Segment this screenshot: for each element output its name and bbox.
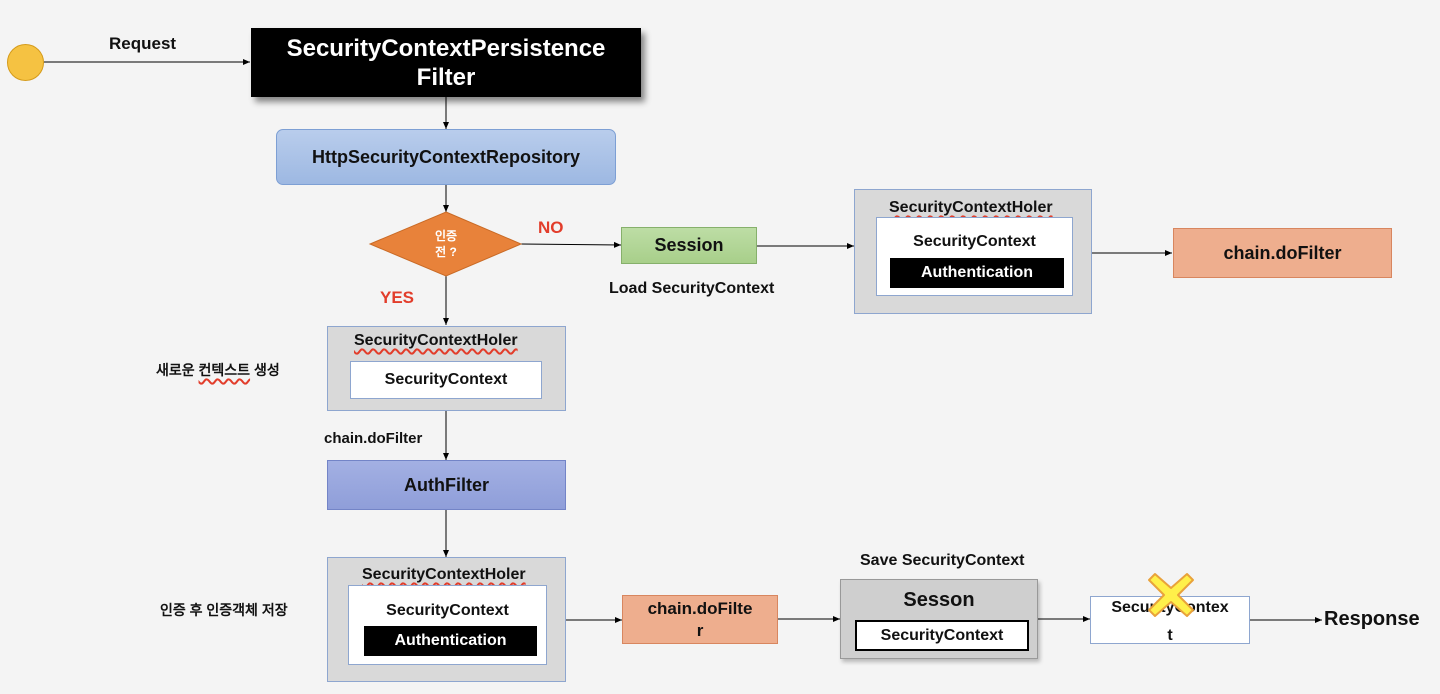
request-label: Request bbox=[109, 34, 177, 53]
holder-loaded-panel: SecurityContextHoler SecurityContext Aut… bbox=[854, 189, 1092, 314]
holder-auth-panel: SecurityContextHoler SecurityContext Aut… bbox=[327, 557, 566, 682]
new-context-caption-b: 컨텍스트 bbox=[198, 362, 251, 378]
decision-line1: 인증 bbox=[434, 229, 458, 243]
new-context-caption: 새로운 컨텍스트 생성 bbox=[156, 360, 280, 380]
holder-loaded-authentication: Authentication bbox=[890, 258, 1064, 288]
holder-auth-authentication: Authentication bbox=[364, 626, 537, 656]
session-save-context-box: SecurityContext bbox=[855, 620, 1029, 651]
persistence-filter-line2: Filter bbox=[416, 63, 476, 91]
holder-auth-auth-label: Authentication bbox=[394, 632, 507, 649]
holder-loaded-context-box: SecurityContext Authentication bbox=[876, 217, 1073, 296]
holder-new-context: SecurityContext bbox=[384, 371, 508, 388]
chain-dofilter-bottom-line1: chain.doFilte bbox=[647, 598, 753, 618]
session-load-label: Session bbox=[654, 235, 724, 255]
decision-diamond bbox=[368, 211, 523, 277]
chain-dofilter-top-label: chain.doFilter bbox=[1223, 242, 1342, 263]
chain-dofilter-bottom-box: chain.doFilte r bbox=[622, 595, 778, 644]
session-save-context: SecurityContext bbox=[880, 626, 1004, 644]
no-label: NO bbox=[538, 218, 564, 237]
new-context-caption-a: 새로운 bbox=[156, 362, 199, 378]
http-security-context-repository-box: HttpSecurityContextRepository bbox=[276, 129, 616, 185]
start-node bbox=[7, 44, 44, 81]
auth-filter-box: AuthFilter bbox=[327, 460, 566, 510]
cleared-context-line2: t bbox=[1167, 627, 1173, 644]
session-save-title: Sesson bbox=[903, 589, 975, 611]
holder-auth-title: SecurityContextHoler bbox=[362, 566, 526, 583]
response-label: Response bbox=[1324, 608, 1420, 630]
persistence-filter-box: SecurityContextPersistence Filter bbox=[251, 28, 641, 97]
auth-filter-label: AuthFilter bbox=[404, 474, 489, 495]
holder-new-context-box: SecurityContext bbox=[350, 361, 542, 399]
after-auth-caption: 인증 후 인증객체 저장 bbox=[160, 602, 288, 618]
chain-dofilter-top-box: chain.doFilter bbox=[1173, 228, 1392, 278]
clear-x-icon bbox=[1148, 573, 1194, 617]
load-security-context-caption: Load SecurityContext bbox=[609, 280, 775, 297]
chain-dofilter-mid-label: chain.doFilter bbox=[324, 430, 423, 447]
repository-label: HttpSecurityContextRepository bbox=[311, 146, 581, 167]
holder-loaded-context: SecurityContext bbox=[913, 233, 1036, 250]
yes-label: YES bbox=[380, 288, 415, 307]
session-save-panel: Sesson SecurityContext bbox=[840, 579, 1038, 659]
persistence-filter-line1: SecurityContextPersistence bbox=[286, 34, 606, 62]
save-security-context-caption: Save SecurityContext bbox=[860, 552, 1025, 569]
session-load-box: Session bbox=[621, 227, 757, 264]
chain-dofilter-bottom-line2: r bbox=[696, 620, 704, 640]
cleared-context-line1: SecurityContex bbox=[1111, 599, 1229, 616]
decision-line2: 전 ? bbox=[435, 245, 457, 259]
holder-new-title: SecurityContextHoler bbox=[354, 332, 518, 349]
holder-loaded-title: SecurityContextHoler bbox=[889, 199, 1053, 216]
decision-text: 인증 전 ? bbox=[410, 226, 482, 262]
holder-loaded-auth-label: Authentication bbox=[921, 264, 1033, 281]
holder-auth-context-box: SecurityContext Authentication bbox=[348, 585, 547, 665]
holder-new-panel: SecurityContextHoler SecurityContext bbox=[327, 326, 566, 411]
arrow-decision-to-session bbox=[520, 241, 622, 248]
new-context-caption-c: 생성 bbox=[250, 362, 280, 378]
holder-auth-context: SecurityContext bbox=[386, 602, 509, 619]
